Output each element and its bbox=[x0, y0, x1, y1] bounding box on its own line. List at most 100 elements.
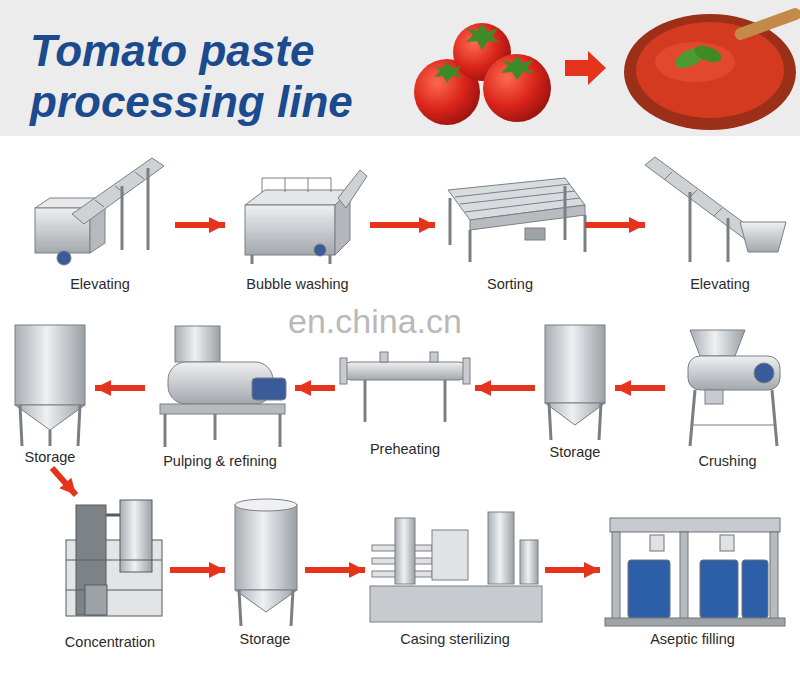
paste-bowl-picture-part bbox=[624, 14, 796, 130]
tomato-picture-part bbox=[483, 54, 551, 122]
process-step: Concentration bbox=[50, 495, 170, 653]
filler-picture-part bbox=[700, 560, 738, 618]
crusher-picture-part bbox=[772, 390, 777, 446]
elevator-picture-part bbox=[135, 172, 144, 179]
pulper-picture bbox=[160, 326, 286, 447]
flow-arrow bbox=[170, 567, 225, 573]
flow-arrow bbox=[475, 385, 535, 391]
paste-bowl-picture-part bbox=[655, 42, 735, 82]
evaporator-picture-part bbox=[66, 590, 162, 591]
crusher-picture-part bbox=[690, 330, 745, 356]
elevator-picture-part bbox=[664, 172, 672, 180]
preheater-picture-part bbox=[430, 352, 438, 362]
preheater-picture-part bbox=[380, 352, 388, 362]
process-step: Sorting bbox=[435, 150, 585, 295]
sorting-table-picture-part bbox=[469, 230, 472, 262]
step-label: Pulping & refining bbox=[163, 453, 277, 470]
pulper-picture-part bbox=[252, 378, 286, 400]
watermark: en.china.cn bbox=[288, 302, 462, 341]
storage-tank-picture-part bbox=[20, 405, 22, 446]
elevator-picture bbox=[645, 157, 786, 262]
sorting-table-picture-part bbox=[584, 215, 587, 252]
crusher-picture-part bbox=[692, 425, 775, 426]
sorting-table-picture bbox=[448, 178, 585, 262]
preheater-picture-part bbox=[342, 362, 468, 380]
paste-bowl-picture-part bbox=[692, 43, 723, 66]
flow-arrow bbox=[615, 385, 665, 391]
sorting-table-picture-part bbox=[470, 205, 585, 230]
process-step: Storage bbox=[535, 320, 615, 463]
header-band bbox=[0, 0, 800, 136]
storage-tank-picture-part bbox=[49, 430, 52, 446]
title-text: Tomato paste processing line bbox=[30, 26, 400, 127]
preheater-picture-part bbox=[340, 358, 347, 384]
flow-arrow bbox=[585, 222, 645, 228]
washer-picture-part bbox=[308, 178, 309, 192]
filler-picture-part bbox=[610, 518, 780, 532]
elevator-picture-part bbox=[727, 218, 730, 262]
process-step: Casing sterilizing bbox=[365, 495, 545, 650]
process-step: Pulping & refining bbox=[145, 320, 295, 472]
paste-bowl-picture-part bbox=[733, 6, 800, 41]
pulper-picture-part bbox=[279, 414, 282, 447]
elevator-picture-part bbox=[72, 158, 164, 224]
process-step: Aseptic filling bbox=[600, 495, 785, 650]
sterilizer-picture-part bbox=[370, 586, 542, 622]
storage-tank-picture bbox=[235, 499, 297, 626]
preheater-picture-part bbox=[444, 380, 447, 422]
crusher-picture-part bbox=[754, 363, 774, 383]
paste-bowl-picture-part bbox=[636, 22, 784, 118]
evaporator-picture-part bbox=[66, 560, 162, 561]
process-step: Crushing bbox=[665, 320, 790, 472]
elevator-picture-part bbox=[57, 251, 71, 265]
filler-picture-part bbox=[612, 532, 620, 624]
flow-arrow bbox=[545, 567, 600, 573]
sterilizer-picture-part bbox=[488, 512, 514, 584]
elevator-picture-part bbox=[689, 192, 692, 262]
crusher-picture-part bbox=[705, 390, 723, 404]
tomato-picture-part bbox=[501, 56, 535, 80]
storage-tank-picture-part bbox=[235, 590, 297, 612]
preheater-picture-part bbox=[463, 358, 470, 384]
storage-tank-picture-part bbox=[239, 590, 241, 626]
washer-picture-part bbox=[285, 178, 286, 192]
step-label: Bubble washing bbox=[246, 276, 348, 293]
step-label: Sorting bbox=[487, 276, 533, 293]
step-label: Elevating bbox=[690, 276, 750, 293]
process-step: Elevating bbox=[25, 150, 175, 295]
sterilizer-picture bbox=[370, 512, 542, 622]
storage-tank-picture-part bbox=[15, 405, 85, 430]
sorting-table-picture-part bbox=[525, 228, 545, 240]
process-step: Preheating bbox=[335, 350, 475, 460]
washer-picture bbox=[245, 170, 367, 264]
crusher-picture bbox=[688, 330, 780, 446]
process-step: Elevating bbox=[645, 150, 795, 295]
header-arrow bbox=[565, 51, 606, 85]
storage-tank-picture-part bbox=[291, 590, 293, 626]
storage-tank-picture-part bbox=[235, 505, 297, 590]
washer-picture-part bbox=[245, 190, 350, 205]
washer-picture-part bbox=[251, 255, 254, 264]
tomato-picture bbox=[414, 23, 551, 125]
flow-arrow bbox=[52, 468, 76, 495]
filler-picture-part bbox=[680, 532, 688, 624]
storage-tank-picture-part bbox=[549, 403, 551, 440]
pulper-picture-part bbox=[164, 414, 167, 447]
sterilizer-picture-part bbox=[520, 540, 538, 584]
process-step: Storage bbox=[5, 320, 95, 468]
filler-picture-part bbox=[720, 535, 734, 551]
evaporator-picture-part bbox=[106, 514, 120, 517]
evaporator-picture bbox=[66, 500, 162, 616]
elevator-picture-part bbox=[95, 200, 104, 207]
process-step: Storage bbox=[225, 495, 305, 650]
sterilizer-picture-part bbox=[432, 530, 468, 580]
pulper-picture-part bbox=[175, 326, 220, 362]
storage-tank-picture-part bbox=[15, 325, 85, 405]
storage-tank-picture-part bbox=[545, 403, 605, 425]
crusher-picture-part bbox=[690, 390, 695, 446]
flow-arrow bbox=[95, 385, 145, 391]
storage-tank-picture-part bbox=[545, 325, 605, 403]
filler-picture-part bbox=[770, 532, 778, 624]
